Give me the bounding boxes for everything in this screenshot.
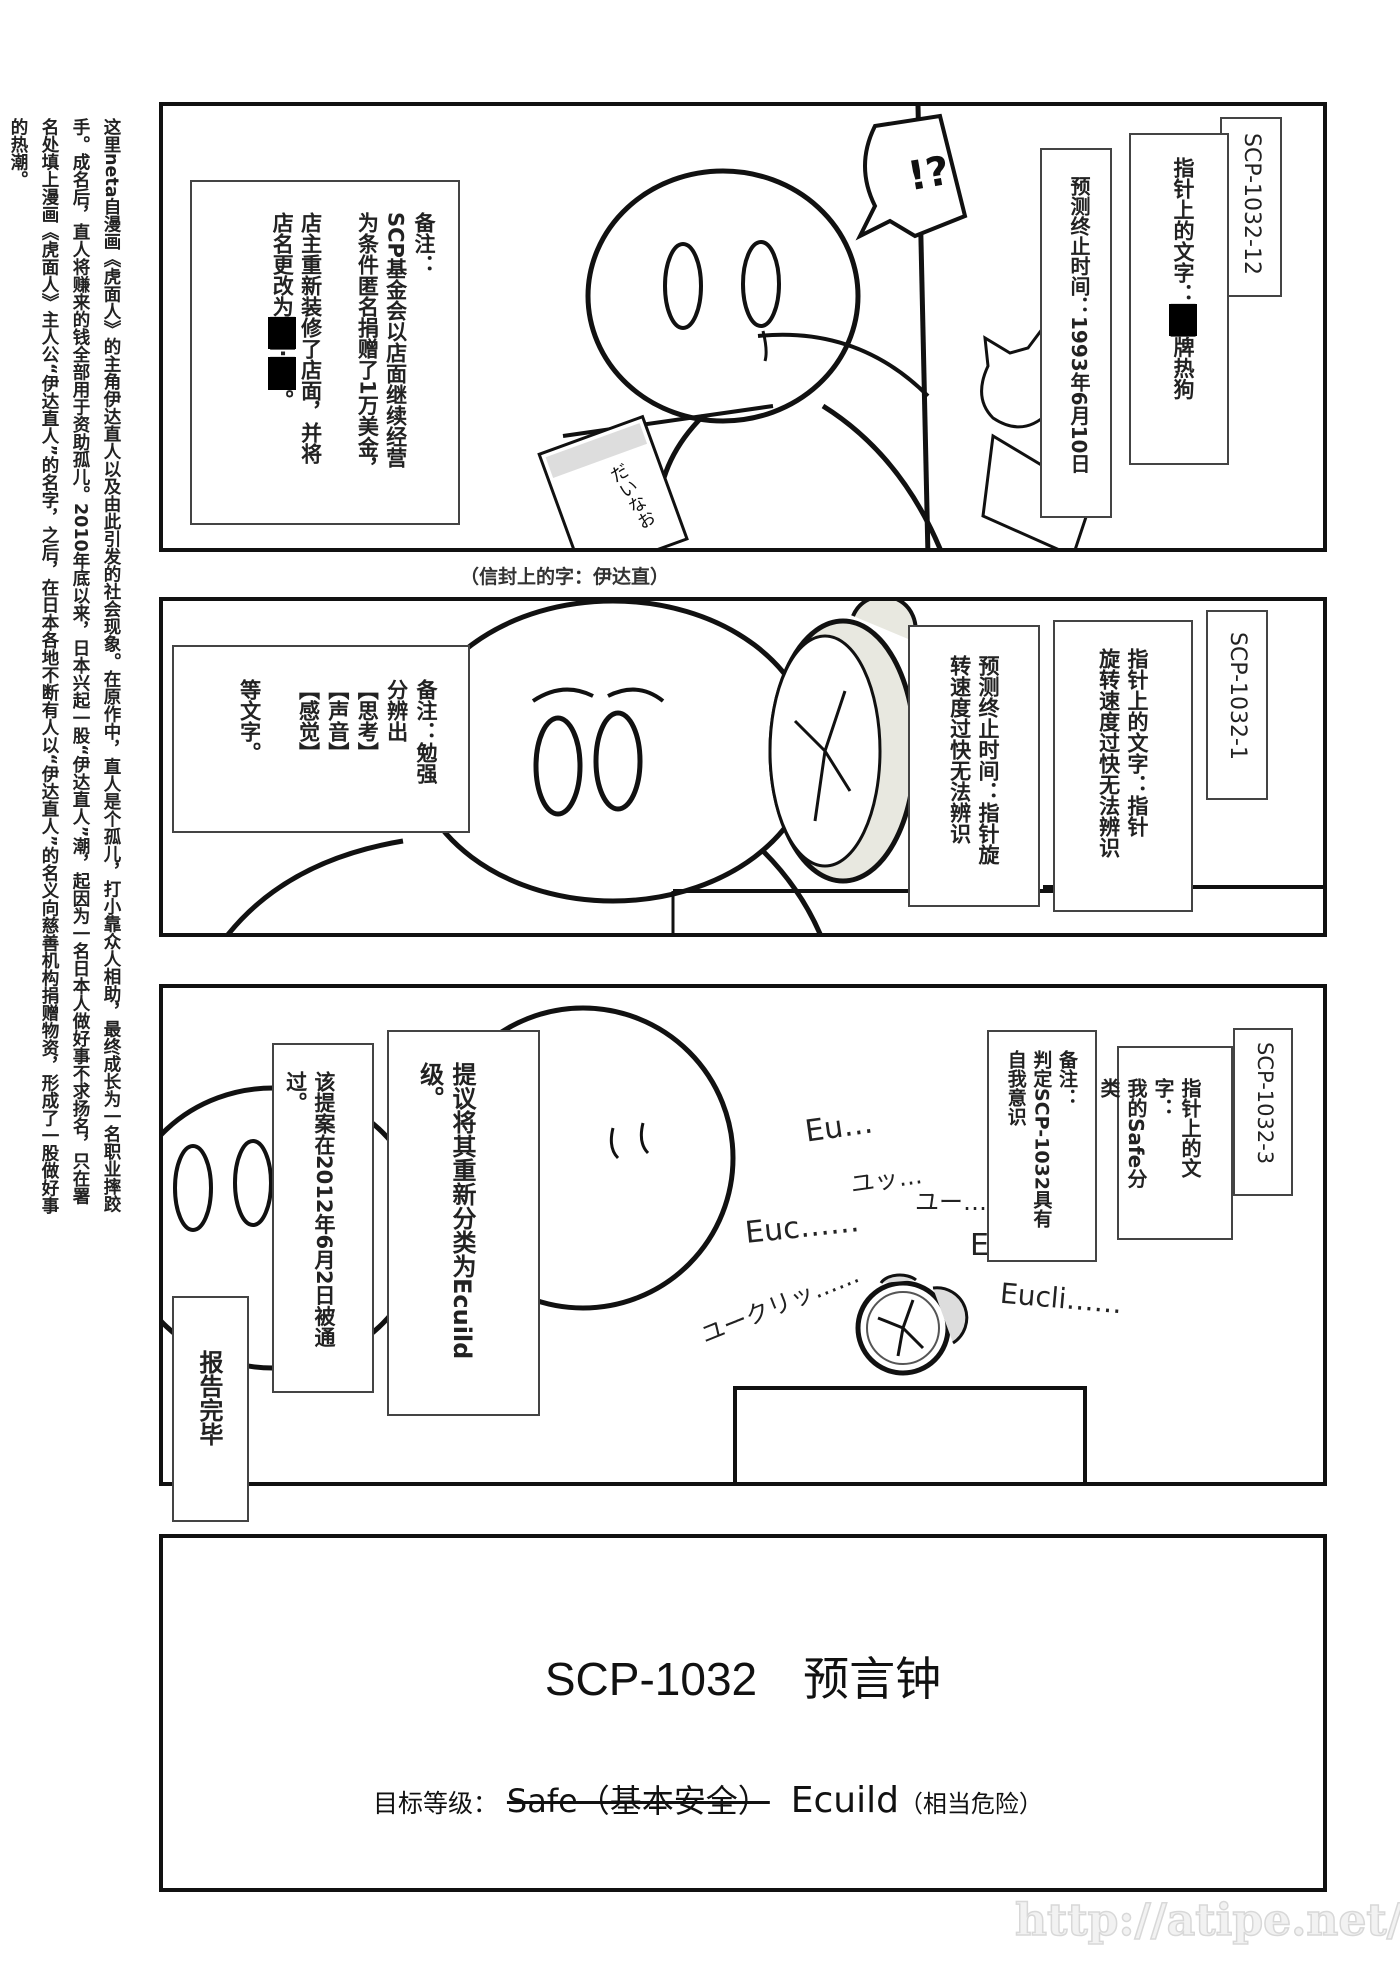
note-line: SCP基金会以店面继续经营 — [383, 212, 408, 468]
prediction-text: 预测终止时间：指针旋 — [976, 655, 1000, 865]
pointer-text: 牌热狗 — [1171, 336, 1195, 400]
note-line: 分辨出 — [384, 679, 409, 742]
pointer-text: 指针上的文字： — [1151, 1078, 1202, 1178]
panel1-prediction-box: 预测终止时间：1993年6月10日 — [1040, 148, 1112, 518]
panel2-prediction-box: 预测终止时间：指针旋 转速度过快无法辨识 — [908, 625, 1040, 907]
scp-label-3: SCP-1032-3 — [1233, 1028, 1293, 1196]
redacted-block: ██ — [267, 317, 297, 350]
approval-box: 该提案在2012年6月2日被通过。 — [272, 1043, 374, 1393]
note-line: 店名更改为 — [270, 212, 295, 317]
note-line: 【思考】 — [355, 679, 380, 763]
object-class-line: 目标等级： Safe（基本安全） Ecuild（相当危险） — [373, 1776, 1043, 1822]
note-line: 等文字。 — [237, 679, 262, 763]
panel3-note-box: 备注： 判定SCP-1032具有 自我意识 — [987, 1030, 1097, 1262]
report-end-box: 报告完毕 — [172, 1296, 249, 1522]
panel-1-artwork — [537, 106, 1095, 548]
panel2-note-box: 备注：勉强 分辨出 【思考】 【声音】 【感觉】 等文字。 — [172, 645, 470, 833]
redacted-block: ██ — [1168, 304, 1197, 337]
new-class-note: （相当危险） — [898, 1790, 1043, 1818]
note-line: 备注：勉强 — [414, 679, 438, 784]
sfx-text: ユー… — [915, 1188, 987, 1216]
exclaim-text: !? — [904, 147, 954, 201]
pointer-text: 我的Safe分类 — [1097, 1078, 1148, 1189]
proposal-box: 提议将其重新分类为Ecuild级。 — [387, 1030, 540, 1416]
panel1-pointer-text-box: 指针上的文字：██牌热狗 — [1129, 133, 1229, 465]
scp-title: SCP-1032 预言钟 — [544, 1653, 942, 1705]
panel1-note-box: 备注： SCP基金会以店面继续经营 为条件匿名捐赠了1万美金， 店主重新装修了店… — [190, 180, 460, 525]
note-line: 判定SCP-1032具有 — [1030, 1050, 1053, 1228]
sidebar-footnote: 这里neta自漫画《虎面人》的主角伊达直人以及由此引发的社会现象。在原作中，直人… — [8, 118, 121, 1215]
note-line: 备注： — [412, 212, 436, 275]
panel-2-artwork — [226, 601, 1323, 933]
new-class: Ecuild — [790, 1780, 899, 1821]
separator-dot: · — [270, 349, 295, 358]
note-line: 为条件匿名捐赠了1万美金， — [355, 212, 380, 479]
watermark: http://atipe.net/ — [1014, 1894, 1400, 1947]
note-line: 【声音】 — [325, 679, 350, 763]
envelope-caption: （信封上的字：伊达直） — [460, 566, 670, 588]
redacted-block: ██ — [267, 357, 297, 390]
note-line: 【感觉】 — [296, 679, 321, 763]
pointer-text: 指针上的文字：指针 — [1125, 648, 1149, 837]
panel-4: SCP-1032 预言钟 目标等级： Safe（基本安全） Ecuild（相当危… — [159, 1534, 1327, 1892]
note-line: 备注： — [1056, 1050, 1078, 1107]
scp-label-1: SCP-1032-1 — [1206, 610, 1268, 800]
object-class-label: 目标等级： — [373, 1789, 499, 1818]
panel2-pointer-text-box: 指针上的文字：指针 旋转速度过快无法辨识 — [1053, 620, 1193, 912]
panel3-pointer-text-box: 指针上的文字： 我的Safe分类 — [1097, 1046, 1233, 1240]
prediction-text: 转速度过快无法辨识 — [947, 655, 972, 844]
period: 。 — [270, 389, 295, 411]
note-line: 自我意识 — [1004, 1050, 1027, 1126]
scp-label-12: SCP-1032-12 — [1220, 117, 1282, 297]
note-line: 店主重新装修了店面，并将 — [298, 212, 323, 464]
old-class-struck: Safe（基本安全） — [506, 1782, 770, 1820]
pointer-text: 旋转速度过快无法辨识 — [1096, 648, 1121, 858]
sfx-text: E — [970, 1228, 989, 1263]
pointer-text: 指针上的文字： — [1171, 157, 1195, 304]
